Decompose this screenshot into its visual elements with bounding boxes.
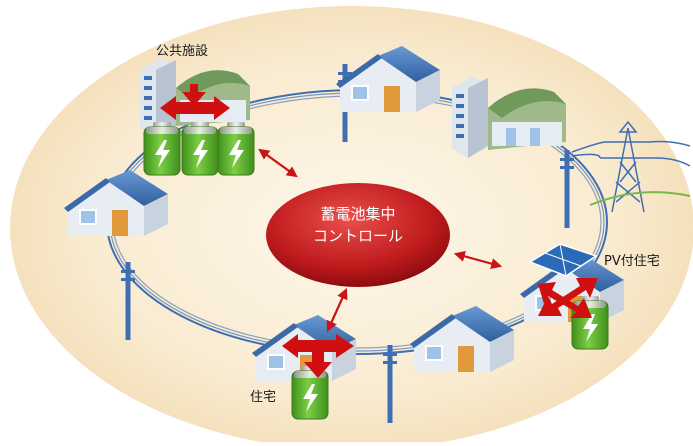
battery-icon — [143, 121, 181, 176]
battery-icon — [571, 295, 609, 350]
controller-line-2: コントロール — [312, 227, 403, 245]
controller-label: 蓄電池集中 コントロール — [268, 203, 448, 247]
ground-line — [589, 191, 691, 206]
battery-icon — [217, 121, 255, 176]
controller-line-1: 蓄電池集中 — [320, 205, 396, 223]
battery-icon — [291, 365, 329, 420]
power-flow-arrows — [160, 84, 598, 378]
label-house: 住宅 — [250, 390, 277, 405]
transmission-tower-icon — [571, 120, 691, 213]
label-pv-house: PV付住宅 — [604, 254, 660, 269]
control-arrows — [258, 148, 503, 333]
controller-ellipse — [266, 183, 450, 287]
battery-icon — [181, 121, 219, 176]
pv-house-icon — [519, 243, 625, 323]
building-icon — [452, 76, 566, 158]
label-public-facility: 公共施設 — [156, 44, 209, 59]
